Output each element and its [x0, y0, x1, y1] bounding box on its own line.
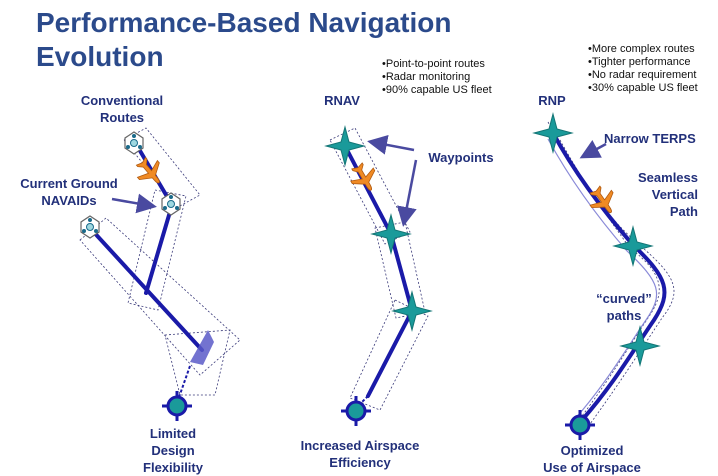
rnav-column	[325, 126, 432, 428]
ground-navaids-label: Current Ground NAVAIDs	[20, 176, 118, 208]
rnp-bullet: More complex routes	[588, 43, 698, 56]
conventional-routes-label: Conventional Routes	[80, 93, 164, 125]
rnp-bullet: No radar requirement	[588, 69, 698, 82]
conventional-bottom-label: Limited Design Flexibility	[143, 426, 203, 475]
waypoint-star-icon	[325, 126, 365, 166]
curved-paths-label: “curved” paths	[596, 291, 652, 323]
rnp-containment-outer	[547, 121, 675, 425]
title-line-2: Evolution	[36, 41, 164, 72]
rnp-bullet: Tighter performance	[588, 56, 698, 69]
conventional-column	[79, 127, 241, 423]
waypoint-star-icon	[533, 113, 573, 153]
airport-icon	[563, 408, 597, 442]
pointer-arrow-icon	[111, 193, 157, 214]
pointer-arrow-icon	[397, 159, 418, 227]
rnp-bullets: More complex routes Tighter performance …	[588, 43, 698, 95]
waypoint-star-icon	[392, 291, 432, 331]
aircraft-icon	[130, 152, 170, 192]
rnp-bottom-label: Optimized Use of Airspace	[543, 443, 641, 475]
rnav-heading: RNAV	[324, 93, 360, 108]
rnav-route	[343, 144, 414, 398]
pointer-arrow-icon	[579, 140, 607, 159]
conventional-final-leg	[177, 365, 191, 401]
airport-icon	[339, 394, 373, 428]
seamless-vertical-path-label: Seamless Vertical Path	[638, 170, 698, 219]
rnp-column	[533, 113, 675, 442]
rnp-heading: RNP	[538, 93, 566, 108]
aircraft-icon	[345, 158, 383, 198]
title-line-1: Performance-Based Navigation	[36, 7, 452, 38]
conventional-protected-areas	[79, 127, 241, 396]
rnav-bottom-label: Increased Airspace Efficiency	[300, 438, 420, 470]
airport-icon	[160, 389, 194, 423]
rnav-bullet: 90% capable US fleet	[382, 84, 492, 97]
rnp-route-shadow	[547, 138, 658, 421]
pointer-arrow-icon	[367, 134, 415, 155]
rnav-bullet: Point-to-point routes	[382, 58, 492, 71]
rnp-bullet: 30% capable US fleet	[588, 82, 698, 95]
waypoints-label: Waypoints	[428, 150, 494, 165]
page-title: Performance-Based Navigation Evolution	[36, 6, 451, 74]
rnav-bullets: Point-to-point routes Radar monitoring 9…	[382, 58, 492, 97]
rnp-route	[551, 131, 667, 422]
rnp-containment-inner	[559, 139, 660, 425]
rnav-bullet: Radar monitoring	[382, 71, 492, 84]
final-approach-wedge	[190, 330, 214, 365]
narrow-terps-label: Narrow TERPS	[604, 131, 696, 146]
